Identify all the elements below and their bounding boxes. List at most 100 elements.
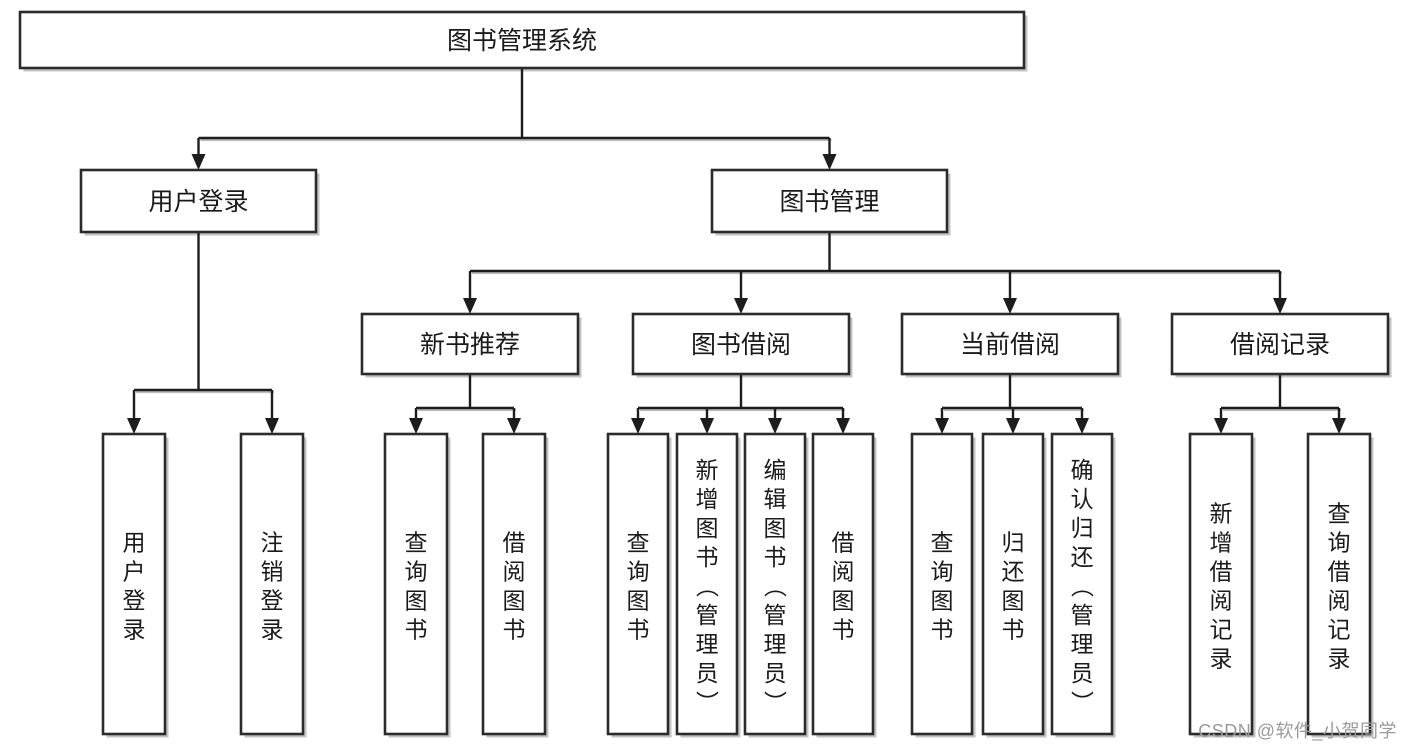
node-box[interactable]: [981, 432, 1045, 736]
node-label: 借阅记录: [1230, 331, 1330, 359]
node-label: 图书管理系统: [447, 27, 597, 55]
node-label-char: 借: [1210, 559, 1233, 585]
node-label: 新书推荐: [420, 331, 520, 359]
node-box[interactable]: [360, 312, 580, 376]
node-label-char: 辑: [764, 486, 787, 512]
node-box[interactable]: [18, 10, 1026, 70]
leaf-node-10[interactable]: [1050, 432, 1114, 736]
node-label-char: 借: [503, 530, 526, 556]
node-box[interactable]: [481, 432, 547, 736]
node-label-char: 图: [503, 588, 526, 614]
arrow-head: [1273, 298, 1287, 314]
node-box[interactable]: [675, 432, 739, 736]
leaf-node-3[interactable]: [481, 432, 547, 736]
node-box[interactable]: [631, 312, 851, 376]
level2-node-借阅记录[interactable]: [1170, 312, 1390, 376]
node-box[interactable]: [1050, 432, 1114, 736]
node-label-char: 询: [931, 559, 954, 585]
leaf-node-5[interactable]: [675, 432, 739, 736]
leaf-node-7[interactable]: [811, 432, 875, 736]
leaf-node-12[interactable]: [1306, 432, 1372, 736]
node-label-char: 编: [764, 457, 787, 483]
node-label-char: 阅: [503, 559, 526, 585]
node-box[interactable]: [606, 432, 670, 736]
leaf-node-1[interactable]: [239, 432, 305, 736]
node-label-char: 询: [1328, 530, 1351, 556]
arrow-head: [700, 418, 714, 434]
node-label-char: （: [1069, 575, 1095, 598]
level1-node-图书管理[interactable]: [710, 168, 949, 234]
node-label-char: 书: [627, 617, 650, 643]
node-label-char: 书: [1002, 617, 1025, 643]
box-layer: [18, 10, 1390, 736]
node-label-char: 员: [696, 660, 719, 686]
node-label-char: 还: [1002, 559, 1025, 585]
level2-node-当前借阅[interactable]: [900, 312, 1120, 376]
node-label-char: 书: [931, 617, 954, 643]
leaf-node-2[interactable]: [383, 432, 449, 736]
node-label-char: 录: [123, 617, 146, 643]
node-label-char: 员: [1071, 660, 1094, 686]
node-box[interactable]: [383, 432, 449, 736]
node-label-char: 询: [405, 559, 428, 585]
arrow-head: [409, 418, 423, 434]
node-box[interactable]: [1170, 312, 1390, 376]
node-label: 图书管理: [779, 188, 879, 216]
node-box[interactable]: [239, 432, 305, 736]
leaf-node-0[interactable]: [101, 432, 167, 736]
node-label-char: 管: [696, 602, 719, 628]
node-label-char: 查: [405, 530, 428, 556]
level2-node-图书借阅[interactable]: [631, 312, 851, 376]
arrow-head: [1332, 418, 1346, 434]
node-box[interactable]: [811, 432, 875, 736]
node-label-char: 新: [1210, 501, 1233, 527]
node-label-char: 认: [1071, 486, 1094, 512]
node-label-char: 书: [832, 617, 855, 643]
node-label: 用户登录: [123, 530, 146, 643]
level2-node-新书推荐[interactable]: [360, 312, 580, 376]
node-label-char: 书: [764, 544, 787, 570]
node-label-char: 还: [1071, 544, 1094, 570]
node-box[interactable]: [101, 432, 167, 736]
leaf-node-9[interactable]: [981, 432, 1045, 736]
node-box[interactable]: [710, 168, 949, 234]
arrow-head: [822, 154, 837, 170]
node-label-char: 归: [1071, 515, 1094, 541]
arrow-head: [127, 418, 141, 434]
arrow-head: [191, 154, 206, 170]
node-box[interactable]: [910, 432, 974, 736]
node-label-char: 注: [261, 530, 284, 556]
node-label-char: 图: [1002, 588, 1025, 614]
level1-node-用户登录[interactable]: [79, 168, 318, 234]
arrow-head: [265, 418, 279, 434]
leaf-node-8[interactable]: [910, 432, 974, 736]
node-box[interactable]: [1306, 432, 1372, 736]
node-label-char: 确: [1071, 457, 1094, 483]
node-label-char: 图: [764, 515, 787, 541]
leaf-node-6[interactable]: [743, 432, 807, 736]
node-box[interactable]: [1188, 432, 1254, 736]
node-box[interactable]: [79, 168, 318, 234]
arrow-head: [507, 418, 521, 434]
arrow-head: [768, 418, 782, 434]
node-label: 用户登录: [148, 188, 248, 216]
arrow-head: [1006, 418, 1020, 434]
node-label-char: 阅: [1210, 588, 1233, 614]
node-label-char: 查: [1328, 501, 1351, 527]
leaf-node-11[interactable]: [1188, 432, 1254, 736]
leaf-node-4[interactable]: [606, 432, 670, 736]
root-node-图书管理系统[interactable]: [18, 10, 1026, 70]
node-box[interactable]: [900, 312, 1120, 376]
node-box[interactable]: [743, 432, 807, 736]
node-label-char: 户: [123, 559, 146, 585]
